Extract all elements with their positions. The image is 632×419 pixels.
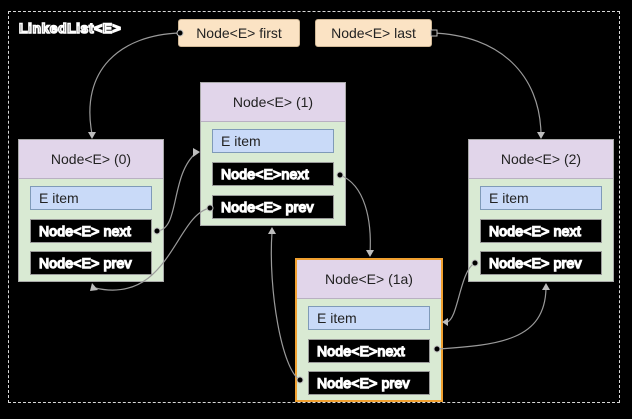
- node-2-item-field: E item: [480, 186, 602, 210]
- node-1-item-field: E item: [212, 129, 334, 153]
- link-dot-node-1-next: [336, 171, 344, 179]
- node-0-item-field: E item: [30, 186, 152, 210]
- node-1-next-field[interactable]: Node<E>next: [212, 162, 334, 186]
- link-node-0-next-to-node-1: [156, 152, 197, 232]
- node-1a-item-field: E item: [308, 306, 430, 330]
- arrowhead-node-1a-top: [366, 250, 374, 257]
- link-dot-last: [430, 29, 438, 37]
- arrowhead-node-2-bottom: [542, 283, 550, 290]
- link-first-to-node-0: [89, 32, 181, 135]
- link-dot-node-0-next: [153, 227, 161, 235]
- link-node-1a-prev-to-node-1: [270, 231, 301, 381]
- node-0-next-field[interactable]: Node<E> next: [30, 219, 152, 243]
- link-node-1a-next-to-node-2: [436, 287, 547, 350]
- arrowhead-node-1a-right: [442, 318, 448, 326]
- node-1a-title: Node<E> (1a): [297, 260, 441, 299]
- first-reference-label: Node<E> first: [196, 25, 282, 41]
- link-node-1-next-to-node-1a: [339, 174, 371, 255]
- link-last-to-node-2: [431, 32, 542, 135]
- node-2-prev-field[interactable]: Node<E> prev: [480, 251, 602, 275]
- node-1a[interactable]: Node<E> (1a) E item Node<E>next Node<E> …: [295, 258, 443, 402]
- first-reference[interactable]: Node<E> first: [178, 19, 300, 47]
- node-1[interactable]: Node<E> (1) E item Node<E>next Node<E> p…: [200, 82, 346, 226]
- node-1a-prev-field[interactable]: Node<E> prev: [308, 371, 430, 395]
- link-node-1-prev-to-node-0: [94, 207, 211, 291]
- node-1-prev-field[interactable]: Node<E> prev: [212, 195, 334, 219]
- container-label: LinkedList<E>: [18, 19, 122, 37]
- node-1a-next-field[interactable]: Node<E>next: [308, 339, 430, 363]
- node-1-title: Node<E> (1): [201, 83, 345, 122]
- node-0[interactable]: Node<E> (0) E item Node<E> next Node<E> …: [18, 139, 164, 282]
- link-dot-node-1-prev: [206, 204, 214, 212]
- link-dot-first: [176, 29, 184, 37]
- arrowhead-node-2: [537, 132, 545, 139]
- arrowhead-node-1-left: [193, 148, 200, 157]
- link-dot-node-1a-prev: [296, 376, 304, 384]
- arrowhead-node-0-bottom: [90, 283, 98, 291]
- node-2-title: Node<E> (2): [469, 140, 613, 179]
- link-dot-node-2-prev: [471, 259, 479, 267]
- link-dot-node-1a-next: [433, 345, 441, 353]
- linkedlist-container: [8, 11, 620, 403]
- last-reference-label: Node<E> last: [331, 25, 416, 41]
- node-0-prev-field[interactable]: Node<E> prev: [30, 251, 152, 275]
- arrowhead-node-1-bottom: [268, 227, 276, 234]
- node-0-title: Node<E> (0): [19, 140, 163, 179]
- node-2-next-field[interactable]: Node<E> next: [480, 219, 602, 243]
- node-2[interactable]: Node<E> (2) E item Node<E> next Node<E> …: [468, 139, 614, 282]
- arrowhead-node-0: [88, 132, 96, 139]
- link-node-2-prev-to-node-1a: [446, 262, 476, 323]
